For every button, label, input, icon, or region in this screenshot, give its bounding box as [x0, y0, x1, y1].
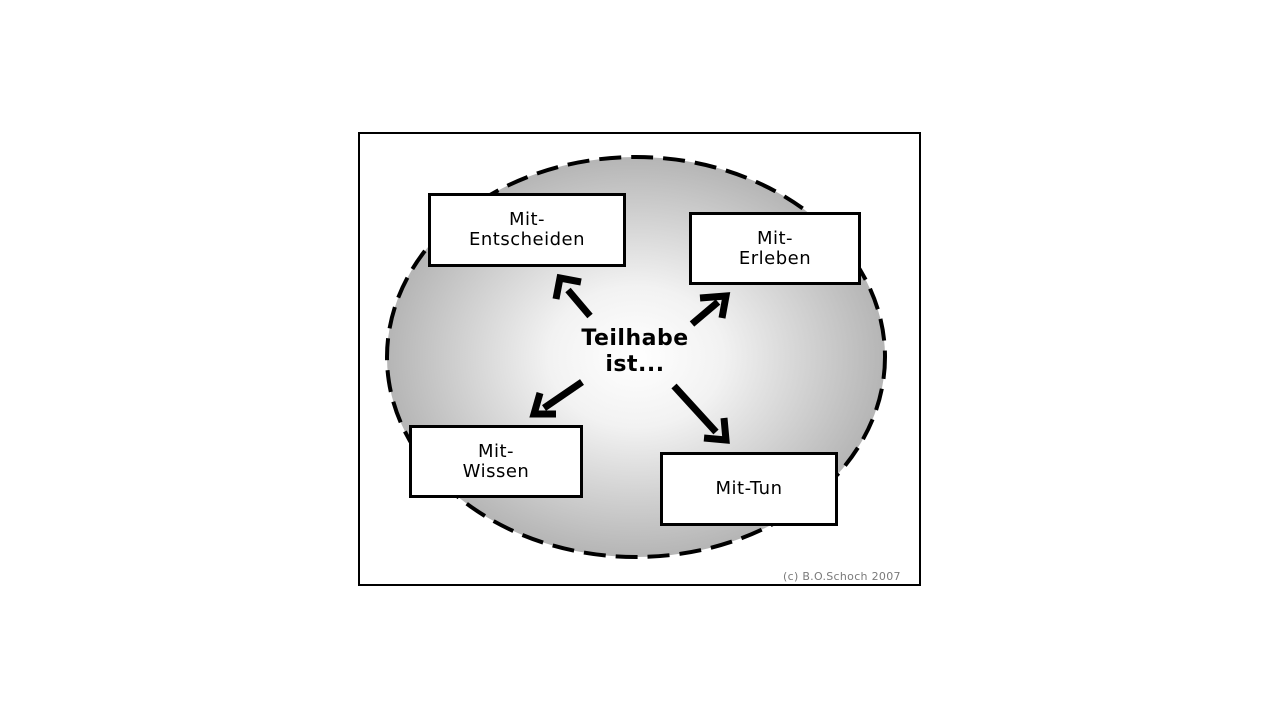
center-label: Teilhabe ist... [535, 326, 735, 378]
arrow-to-mit-erleben [689, 292, 731, 327]
node-mit-erleben: Mit- Erleben [689, 212, 861, 285]
node-label-line2: Entscheiden [468, 229, 585, 250]
node-label-line1: Mit- [477, 440, 515, 462]
node-label-line2: Erleben [738, 247, 812, 269]
node-label: Mit-Tun [715, 478, 783, 499]
arrow-to-mit-tun [671, 383, 730, 444]
node-mit-entscheiden: Mit- Entscheiden [428, 193, 626, 267]
node-label-line1: Mit- [508, 209, 546, 230]
center-label-line1: Teilhabe [581, 326, 689, 351]
center-label-line2: ist... [605, 352, 665, 377]
copyright-credit: (c) B.O.Schoch 2007 [783, 570, 901, 583]
arrow-to-mit-entscheiden [552, 273, 593, 319]
node-label-line2: Wissen [462, 460, 530, 482]
arrow-to-mit-wissen [529, 379, 584, 418]
node-label-line1: Mit- [756, 227, 794, 249]
node-mit-tun: Mit-Tun [660, 452, 838, 526]
node-mit-wissen: Mit- Wissen [409, 425, 583, 498]
